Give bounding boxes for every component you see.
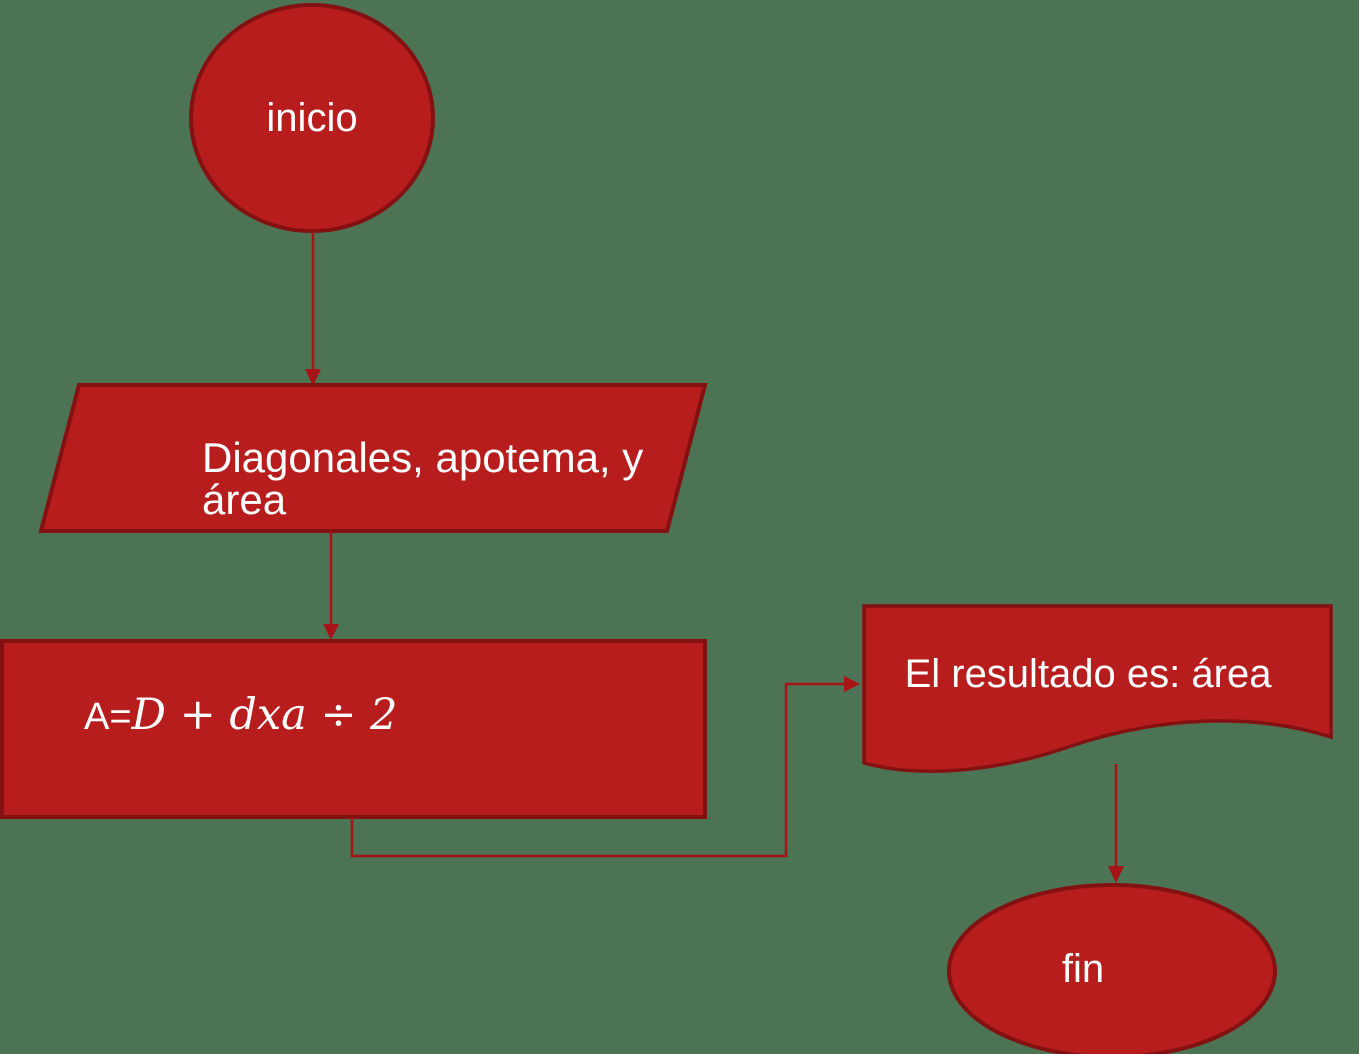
arrowhead-output-to-end bbox=[1108, 866, 1124, 883]
arrowhead-input-to-process bbox=[323, 624, 339, 640]
arrowhead-start-to-input bbox=[305, 369, 321, 386]
connector-process-to-output bbox=[350, 682, 844, 858]
end-node-label: fin bbox=[1061, 947, 1105, 991]
input-node-parallelogram bbox=[38, 383, 708, 533]
output-node-label: El resultado es: área bbox=[904, 652, 1272, 696]
start-node-label: inicio bbox=[266, 96, 358, 140]
formula-math: D + dxa ÷ 2 bbox=[131, 690, 398, 740]
process-node-formula: A=D + dxa ÷ 2 bbox=[84, 694, 398, 737]
end-node-ellipse bbox=[947, 883, 1277, 1054]
formula-prefix: A= bbox=[84, 696, 132, 738]
arrowhead-process-to-output bbox=[844, 676, 860, 692]
input-node-label: Diagonales, apotema, y área bbox=[202, 434, 644, 523]
process-node-rectangle bbox=[0, 639, 707, 819]
output-node-document bbox=[862, 604, 1333, 773]
